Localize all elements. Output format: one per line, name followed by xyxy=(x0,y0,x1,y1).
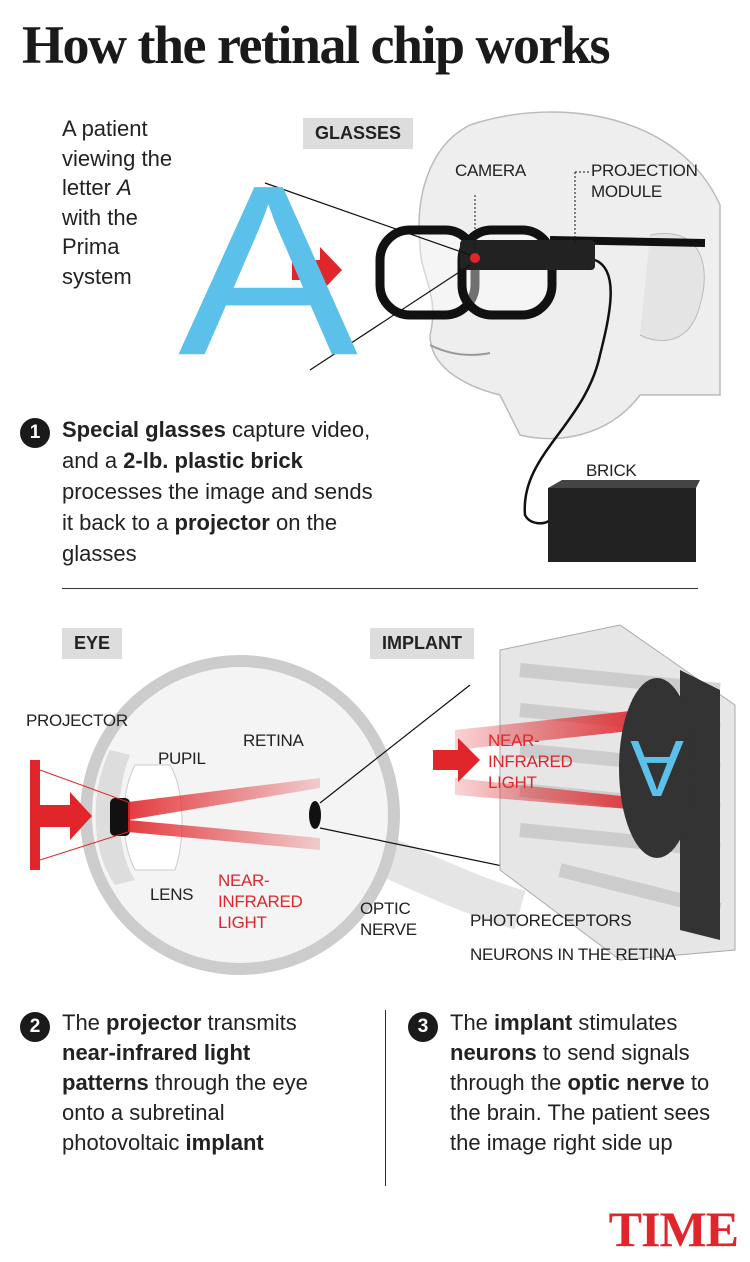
camera-label: CAMERA xyxy=(455,161,526,180)
callout-line: NERVE xyxy=(360,920,417,939)
step-text-bold: optic nerve xyxy=(567,1070,685,1095)
page-title: How the retinal chip works xyxy=(22,15,611,75)
intro-line: A patient xyxy=(62,116,148,141)
callout-line: NEAR- xyxy=(488,731,540,750)
intro-line: system xyxy=(62,263,132,289)
step-text: to send signals through the xyxy=(450,1040,690,1095)
step-1-badge: 1 xyxy=(20,418,50,448)
intro-line: Prima xyxy=(62,234,120,259)
projector-label: PROJECTOR xyxy=(26,711,128,730)
brick-device xyxy=(548,480,700,562)
intro-line: letter A xyxy=(62,173,202,203)
step-1-text: Special glasses capture video, and a 2-l… xyxy=(62,414,382,569)
intro-line: viewing the xyxy=(62,145,173,171)
callout-line: MODULE xyxy=(591,182,662,201)
callout-line: LIGHT xyxy=(488,773,537,792)
implant-near-infrared-label: NEAR- INFRARED LIGHT xyxy=(488,730,573,793)
optic-nerve-label: OPTIC NERVE xyxy=(360,898,417,940)
intro-line: with the xyxy=(62,204,138,230)
projection-module-label: PROJECTION MODULE xyxy=(591,160,698,202)
step-text-bold: implant xyxy=(494,1010,573,1035)
step-text-bold: projector xyxy=(174,510,270,535)
photoreceptors-label: PHOTORECEPTORS xyxy=(470,911,632,930)
neurons-label: NEURONS IN THE RETINA xyxy=(470,945,676,964)
step-text: transmits xyxy=(201,1010,297,1035)
callout-line: PROJECTION xyxy=(591,161,698,180)
step-text: capture video, and a xyxy=(62,417,371,473)
step-text: to the brain. The patient sees the image… xyxy=(450,1070,711,1155)
step-text-bold: Special glasses xyxy=(62,417,226,442)
brick-label: BRICK xyxy=(586,461,637,480)
pupil-label: PUPIL xyxy=(158,749,206,768)
step-3-text: The implant stimulates neurons to send s… xyxy=(450,1008,735,1158)
implant-label: IMPLANT xyxy=(370,628,474,659)
step-text-bold: projector xyxy=(106,1010,202,1035)
glasses-illustration xyxy=(264,111,721,562)
lens-label: LENS xyxy=(150,885,194,904)
step-text-bold: implant xyxy=(185,1130,264,1155)
step-text-bold: neurons xyxy=(450,1040,537,1065)
step-text: The xyxy=(450,1010,495,1035)
near-infrared-light-label: NEAR- INFRARED LIGHT xyxy=(218,870,303,933)
time-logo: TIME xyxy=(608,1201,739,1257)
callout-line: NEAR- xyxy=(218,871,270,890)
callout-line: OPTIC xyxy=(360,899,411,918)
big-letter-a: A xyxy=(178,135,359,407)
section-divider xyxy=(62,588,698,589)
callout-line: LIGHT xyxy=(218,913,267,932)
step-text: on the glasses xyxy=(62,510,338,566)
intro-letter: A xyxy=(117,175,132,200)
glasses-label: GLASSES xyxy=(303,118,414,149)
step-3-badge: 3 xyxy=(408,1012,438,1042)
step-text: processes the image and sends it back to… xyxy=(62,479,373,535)
svg-text:A: A xyxy=(630,724,684,813)
step-text: stimulates xyxy=(572,1010,678,1035)
column-divider xyxy=(385,1010,386,1186)
callout-line: INFRARED xyxy=(218,892,303,911)
step-2-badge: 2 xyxy=(20,1012,50,1042)
step-text-bold: 2-lb. plastic brick xyxy=(123,448,303,473)
eye-implant-illustration: A xyxy=(30,624,736,975)
eye-label: EYE xyxy=(62,628,123,659)
step-text: through the eye onto a subretinal photov… xyxy=(62,1070,308,1155)
step-text-bold: near-infrared light patterns xyxy=(62,1040,251,1095)
step-2-text: The projector transmits near-infrared li… xyxy=(62,1008,322,1158)
callout-line: INFRARED xyxy=(488,752,573,771)
retina-label: RETINA xyxy=(243,731,304,750)
intro-text-part: letter xyxy=(62,175,118,200)
intro-text: A patient viewing the letter A with the … xyxy=(62,114,202,291)
step-text: The xyxy=(62,1010,107,1035)
